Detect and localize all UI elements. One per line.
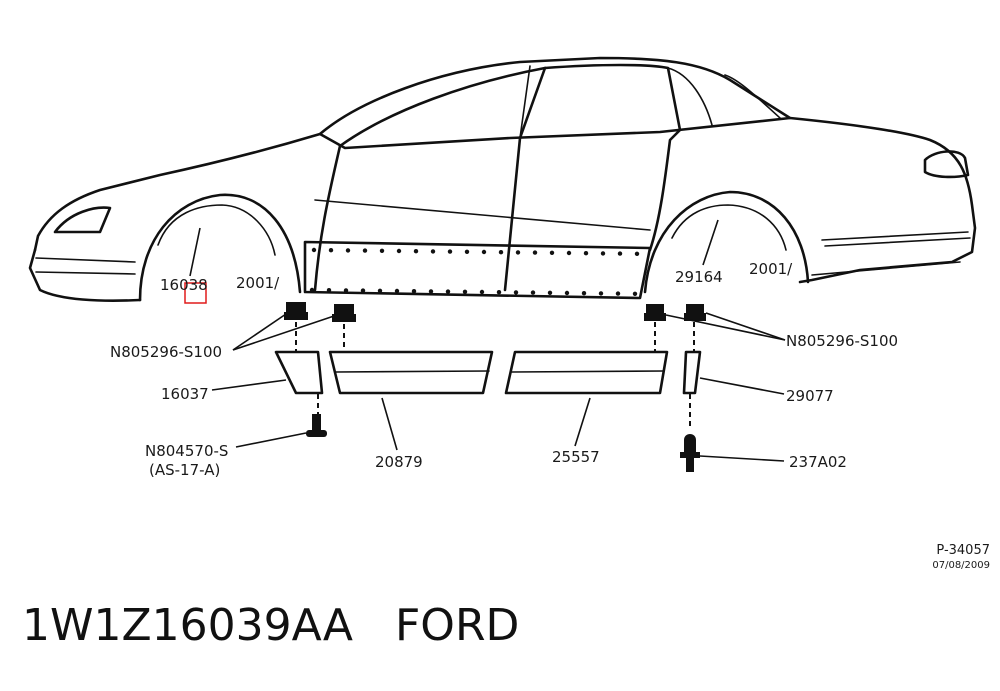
car-body	[28, 56, 977, 302]
rocker-dot	[445, 289, 451, 294]
callout-screw-spec: (AS-17-A)	[149, 461, 220, 479]
part-number: 1W1Z16039AA	[22, 600, 354, 651]
rocker-dot	[394, 288, 400, 294]
retainer-nuts	[284, 302, 706, 322]
rocker-dot	[564, 290, 570, 296]
rocker-dot	[311, 247, 317, 253]
rocker-dot	[600, 251, 606, 256]
rocker-dot	[430, 249, 436, 254]
rocker-dot	[377, 288, 383, 293]
rocker-dot	[362, 248, 368, 253]
rocker-dot	[549, 250, 555, 255]
rocker-dot	[326, 288, 332, 293]
rocker-dot	[345, 248, 351, 253]
nut-icon	[684, 304, 706, 321]
highlight-box	[184, 282, 207, 304]
rear-quarter-molding	[682, 350, 702, 395]
rocker-dot	[428, 289, 434, 294]
nut-icon	[644, 304, 666, 321]
clip-icon	[680, 434, 700, 472]
moldings	[274, 350, 702, 395]
callout-nut-left: N805296-S100	[110, 343, 222, 361]
callout-labels: 16038 2001/ 29164 2001/ N805296-S100 N80…	[110, 260, 898, 479]
rocker-dot	[566, 250, 572, 256]
rocker-dot	[513, 290, 519, 295]
part-title: 1W1Z16039AA FORD	[22, 600, 519, 651]
rocker-dot	[479, 289, 485, 295]
rocker-dot	[328, 248, 334, 253]
rocker-dot	[496, 290, 502, 295]
callout-16038: 16038	[160, 276, 208, 294]
rocker-dot	[309, 287, 315, 293]
drawing-number: P-34057	[936, 543, 990, 558]
rocker-dot	[632, 291, 638, 296]
callout-2001-front: 2001/	[236, 274, 280, 292]
callout-leaders	[211, 312, 786, 462]
rocker-dot	[598, 291, 604, 296]
rocker-dot	[532, 250, 538, 255]
rocker-dot	[547, 290, 553, 295]
rocker-dot	[411, 289, 417, 294]
rocker-dot	[515, 250, 521, 255]
rocker-dot	[379, 248, 385, 253]
callout-25557: 25557	[552, 448, 600, 466]
callout-29077: 29077	[786, 387, 834, 405]
rocker-dot	[447, 249, 453, 254]
callout-237A02: 237A02	[789, 453, 847, 471]
nut-icon	[332, 304, 356, 322]
rear-door-molding	[504, 350, 669, 395]
rocker-dot	[530, 290, 536, 295]
callout-20879: 20879	[375, 453, 423, 471]
rocker-dot	[481, 249, 487, 255]
drawing-reference: P-34057 07/08/2009	[932, 543, 990, 571]
rocker-dot	[464, 249, 470, 254]
rocker-dot	[581, 291, 587, 296]
brand-name: FORD	[395, 600, 520, 651]
screw-icon	[306, 414, 327, 437]
callout-16037: 16037	[161, 385, 209, 403]
rocker-dot	[396, 248, 402, 254]
drawing-date: 07/08/2009	[932, 560, 990, 571]
rocker-fastener-dots	[309, 247, 640, 296]
callout-nut-right: N805296-S100	[786, 332, 898, 350]
rocker-dot	[615, 291, 621, 296]
rocker-dot	[617, 251, 623, 256]
rocker-dot	[634, 251, 640, 256]
dashed-guides	[295, 322, 695, 426]
callout-screw: N804570-S	[145, 442, 228, 460]
front-door-molding	[328, 350, 494, 395]
front-quarter-molding	[274, 350, 324, 395]
rocker-dot	[462, 289, 468, 294]
rocker-dot	[413, 249, 419, 254]
callout-29164: 29164	[675, 268, 723, 286]
callout-2001-rear: 2001/	[749, 260, 793, 278]
rocker-dot	[498, 250, 504, 255]
nut-icon	[284, 302, 308, 320]
rocker-dot	[343, 288, 349, 293]
rocker-dot	[583, 251, 589, 256]
rocker-dot	[360, 288, 366, 293]
wheel-lip-leaders	[189, 219, 719, 277]
